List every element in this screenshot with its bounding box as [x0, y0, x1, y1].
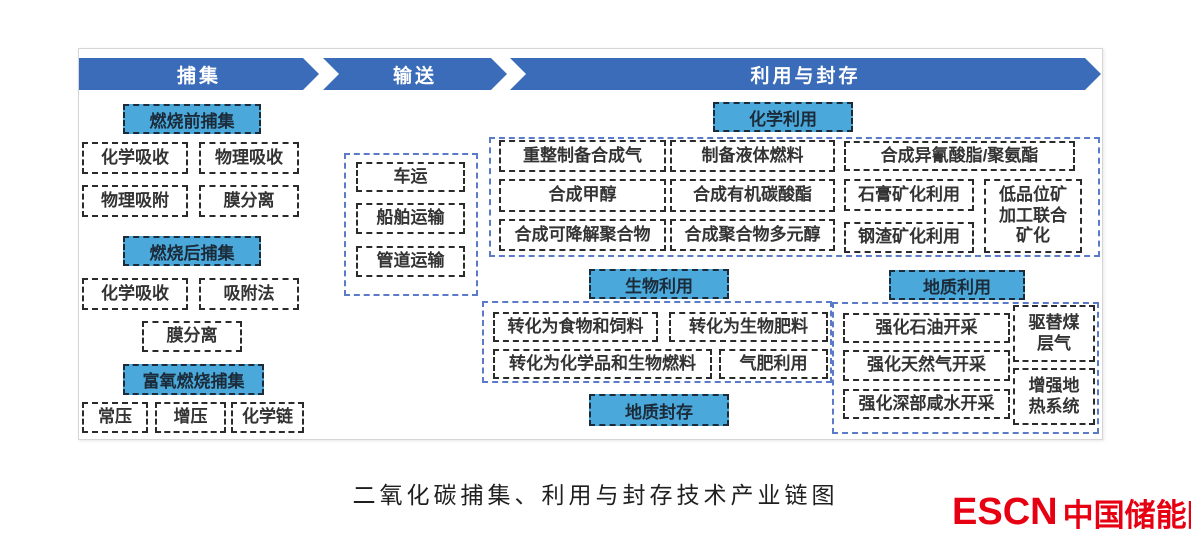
box-gypsum-mineralization: 石膏矿化利用 — [844, 179, 974, 211]
box-label: 气肥利用 — [739, 353, 808, 373]
box-label: 膜分离 — [223, 190, 275, 210]
box-chemical-looping: 化学链 — [231, 402, 304, 433]
box-syngas-reforming: 重整制备合成气 — [499, 140, 666, 172]
box-chemicals-and-biofuel: 转化为化学品和生物燃料 — [493, 349, 712, 379]
box-degradable-polymer: 合成可降解聚合物 — [499, 219, 666, 251]
box-label: 化学吸收 — [101, 283, 169, 303]
box-label: 重整制备合成气 — [523, 145, 642, 165]
box-ship-transport: 船舶运输 — [356, 203, 465, 234]
box-physical-adsorption: 物理吸附 — [82, 185, 188, 217]
header-pre-combustion-capture: 燃烧前捕集 — [123, 104, 261, 134]
box-atmospheric-pressure: 常压 — [82, 402, 148, 433]
escn-logo-text: ESCN — [952, 491, 1058, 533]
transport-container — [344, 153, 478, 296]
box-label: 膜分离 — [166, 326, 218, 346]
escn-logo: ESCN 中国储能网 — [952, 490, 1191, 535]
box-label: 转化为生物肥料 — [689, 316, 808, 336]
box-label: 吸附法 — [223, 283, 275, 303]
header-geological-utilization-label: 地质利用 — [923, 277, 991, 297]
box-membrane-separation: 膜分离 — [199, 185, 299, 217]
header-oxyfuel-capture-label: 富氧燃烧捕集 — [142, 372, 245, 391]
box-label: 合成甲醇 — [548, 185, 617, 205]
box-label: 强化石油开采 — [875, 317, 978, 337]
box-label: 钢渣矿化利用 — [858, 227, 960, 247]
header-chemical-utilization-label: 化学利用 — [749, 109, 817, 129]
box-truck-transport: 车运 — [356, 162, 465, 192]
box-label: 物理吸收 — [215, 147, 283, 167]
box-label: 合成异氰酸脂/聚氨酯 — [880, 145, 1039, 165]
arrow-utilization-storage-label: 利用与封存 — [750, 65, 861, 87]
biological-container — [482, 301, 832, 383]
box-liquid-fuel: 制备液体燃料 — [670, 140, 835, 172]
box-chemical-absorption-post: 化学吸收 — [82, 278, 188, 310]
header-chemical-utilization: 化学利用 — [713, 102, 853, 132]
box-label: 化学链 — [242, 407, 293, 427]
box-label: 物理吸附 — [101, 190, 169, 210]
box-label: 合成可降解聚合物 — [514, 224, 651, 244]
box-label: 强化天然气开采 — [867, 355, 986, 375]
arrow-capture-label: 捕集 — [176, 65, 221, 87]
box-food-and-feed: 转化为食物和饲料 — [493, 312, 658, 342]
diagram-frame: 捕集 输送 利用与封存 燃烧前捕集 化学吸收 物理吸收 物理吸附 膜分离 燃烧后… — [78, 48, 1103, 440]
box-label: 低品位矿加工联合矿化 — [999, 185, 1067, 246]
box-enhanced-gas-recovery: 强化天然气开采 — [843, 350, 1010, 381]
box-label: 车运 — [393, 166, 428, 186]
box-steel-slag-mineralization: 钢渣矿化利用 — [844, 222, 974, 253]
box-gas-fertilizer-use: 气肥利用 — [719, 349, 828, 379]
box-membrane-separation-post: 膜分离 — [142, 321, 242, 352]
header-biological-utilization-label: 生物利用 — [625, 276, 693, 296]
box-enhanced-saline-water-recovery: 强化深部咸水开采 — [843, 389, 1010, 419]
chemical-container — [489, 137, 1100, 257]
escn-site-name: 中国储能网 — [1062, 498, 1191, 533]
box-chemical-absorption: 化学吸收 — [82, 142, 188, 174]
header-biological-utilization: 生物利用 — [589, 269, 729, 299]
box-methanol-synthesis: 合成甲醇 — [499, 179, 666, 212]
box-bio-fertilizer: 转化为生物肥料 — [669, 312, 828, 342]
box-low-grade-ore-mineralization: 低品位矿加工联合矿化 — [984, 179, 1082, 253]
box-physical-absorption: 物理吸收 — [199, 142, 299, 174]
box-label: 合成有机碳酸酯 — [693, 185, 812, 205]
box-label: 转化为食物和饲料 — [507, 316, 644, 336]
geological-container — [832, 302, 1099, 434]
box-label: 常压 — [98, 407, 132, 427]
box-label: 强化深部咸水开采 — [858, 393, 995, 413]
header-pre-combustion-capture-label: 燃烧前捕集 — [149, 111, 235, 131]
box-pipeline-transport: 管道运输 — [356, 246, 465, 277]
box-label: 化学吸收 — [101, 147, 169, 167]
box-organic-carbonate: 合成有机碳酸酯 — [670, 179, 835, 212]
header-post-combustion-capture-label: 燃烧后捕集 — [149, 243, 235, 263]
box-label: 制备液体燃料 — [701, 145, 804, 165]
header-geological-utilization: 地质利用 — [889, 270, 1025, 300]
arrow-utilization-storage: 利用与封存 — [510, 58, 1101, 90]
header-geological-storage: 地质封存 — [589, 394, 729, 426]
box-label: 转化为化学品和生物燃料 — [509, 353, 696, 373]
box-label: 石膏矿化利用 — [858, 184, 960, 204]
box-label: 合成聚合物多元醇 — [684, 224, 821, 244]
box-polymer-polyol: 合成聚合物多元醇 — [670, 219, 835, 251]
box-pressurized: 增压 — [155, 402, 226, 433]
arrow-transport-label: 输送 — [392, 65, 437, 87]
box-enhanced-oil-recovery: 强化石油开采 — [843, 313, 1010, 343]
box-label: 管道运输 — [376, 251, 445, 271]
box-adsorption-method: 吸附法 — [199, 278, 299, 310]
box-label: 船舶运输 — [376, 208, 445, 228]
box-isocyanate-polyurethane: 合成异氰酸脂/聚氨酯 — [844, 141, 1075, 171]
header-geological-storage-label: 地质封存 — [625, 402, 693, 422]
box-label: 增强地热系统 — [1028, 376, 1080, 416]
box-label: 驱替煤层气 — [1028, 313, 1080, 353]
box-label: 增压 — [173, 407, 208, 427]
figure-caption: 二氧化碳捕集、利用与封存技术产业链图 — [352, 483, 839, 509]
box-enhanced-geothermal-system: 增强地热系统 — [1013, 368, 1095, 425]
arrow-transport: 输送 — [323, 58, 507, 90]
arrow-capture: 捕集 — [79, 58, 319, 90]
header-post-combustion-capture: 燃烧后捕集 — [123, 236, 261, 266]
box-coalbed-methane-displacement: 驱替煤层气 — [1013, 305, 1095, 362]
header-oxyfuel-capture: 富氧燃烧捕集 — [123, 364, 264, 395]
